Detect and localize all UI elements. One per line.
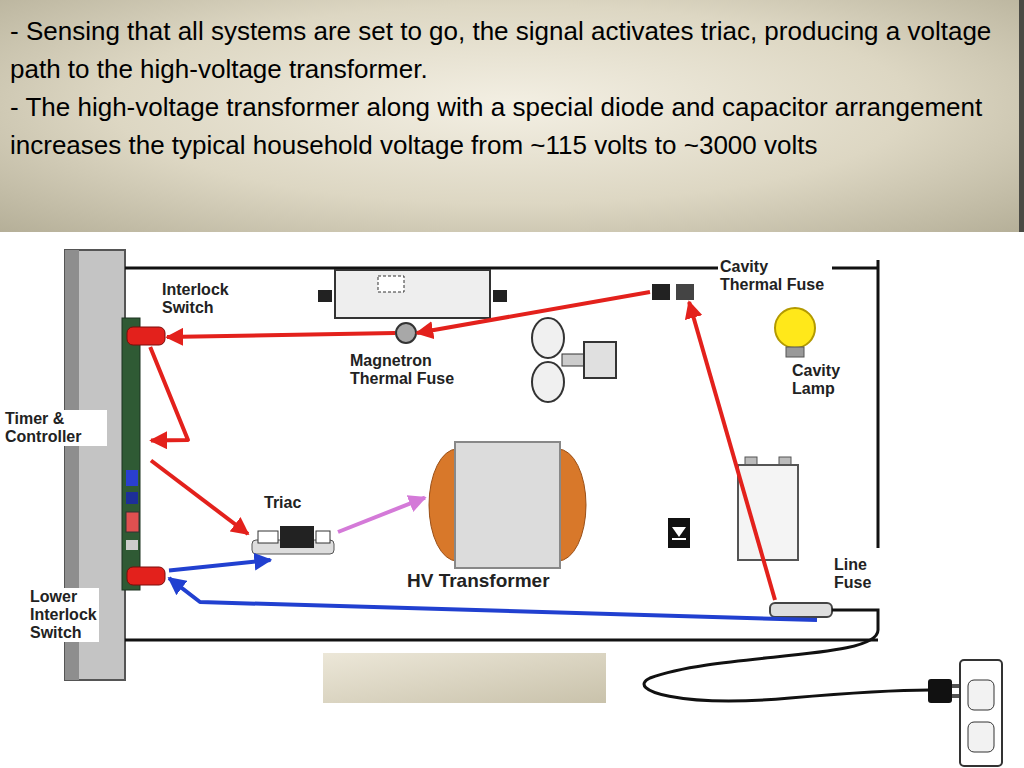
signal-arrow: [167, 333, 395, 337]
part-label: Magnetron Thermal Fuse: [348, 352, 462, 388]
outlet-socket: [968, 722, 994, 752]
part-label: Triac: [262, 494, 303, 512]
part-label: Cavity Lamp: [790, 362, 842, 398]
magnetron: [335, 270, 490, 318]
fan-blade: [532, 362, 564, 402]
hv-transformer: HV Transformer: [425, 440, 590, 568]
line-fuse: [770, 603, 832, 617]
fan-shaft: [562, 354, 584, 366]
thermal-fuse: Magnetron Thermal Fuse: [395, 322, 417, 344]
timer-controller: Timer & Controller: [137, 418, 151, 468]
outlet-socket: [968, 680, 994, 710]
control-board: [122, 318, 140, 590]
signal-arrow: [150, 347, 188, 441]
blank-panel: [323, 653, 606, 703]
signal-arrow: [689, 302, 775, 600]
fuse-disc: [396, 323, 416, 343]
thermal-fuse: [676, 284, 694, 300]
board-part: [126, 512, 139, 532]
cavity-lamp: Cavity Lamp: [770, 302, 820, 360]
magnetron-clip: [493, 290, 507, 302]
part-label: Lower Interlock Switch: [28, 588, 99, 642]
switch-body: [127, 567, 165, 585]
slide-note: - The high-voltage transformer along wit…: [10, 88, 1010, 164]
power-cord: [644, 610, 930, 701]
part-label: HV Transformer: [405, 570, 552, 592]
triac: Triac: [248, 520, 338, 560]
thermal-fuse: Cavity Thermal Fuse: [650, 282, 696, 302]
board-part: [126, 540, 138, 550]
part-label: Interlock Switch: [160, 281, 231, 317]
capacitor: [738, 465, 798, 560]
fan-blade: [532, 318, 564, 358]
frame-wire: [877, 260, 880, 548]
slide-note: - Sensing that all systems are set to go…: [10, 12, 1010, 88]
transformer-core: [455, 442, 560, 568]
signal-arrow: [417, 292, 650, 333]
diode-symbol: [668, 518, 690, 548]
lamp-bulb: [775, 308, 815, 348]
diode-symbol: [672, 538, 686, 540]
lamp-base: [786, 347, 804, 357]
signal-arrow: [338, 498, 425, 532]
fan-motor: [584, 342, 616, 378]
triac-tab: [258, 531, 278, 543]
part-label: Timer & Controller: [3, 410, 107, 446]
magnetron-clip: [318, 290, 332, 302]
part-label: Cavity Thermal Fuse: [718, 258, 832, 294]
interlock-switch: Lower Interlock Switch: [125, 565, 169, 587]
diode-symbol: [672, 527, 686, 537]
frame-wire: [125, 639, 878, 642]
thermal-fuse: [652, 284, 670, 300]
line-fuse: Line Fuse: [768, 600, 838, 620]
signal-arrow: [151, 461, 248, 535]
plug: [928, 679, 952, 703]
board-part: [126, 470, 138, 486]
interlock-switch: Interlock Switch: [125, 325, 167, 347]
signal-arrow: [169, 560, 271, 571]
magnetron-antenna: [378, 276, 404, 292]
notes-block: - Sensing that all systems are set to go…: [10, 12, 1010, 164]
board-part: [126, 492, 138, 504]
triac-tab: [316, 531, 330, 543]
wall-outlet: [960, 660, 1002, 766]
part-label: Line Fuse: [832, 556, 873, 592]
switch-body: [127, 327, 165, 345]
band-edge: [1019, 0, 1024, 232]
triac-body: [280, 526, 314, 548]
